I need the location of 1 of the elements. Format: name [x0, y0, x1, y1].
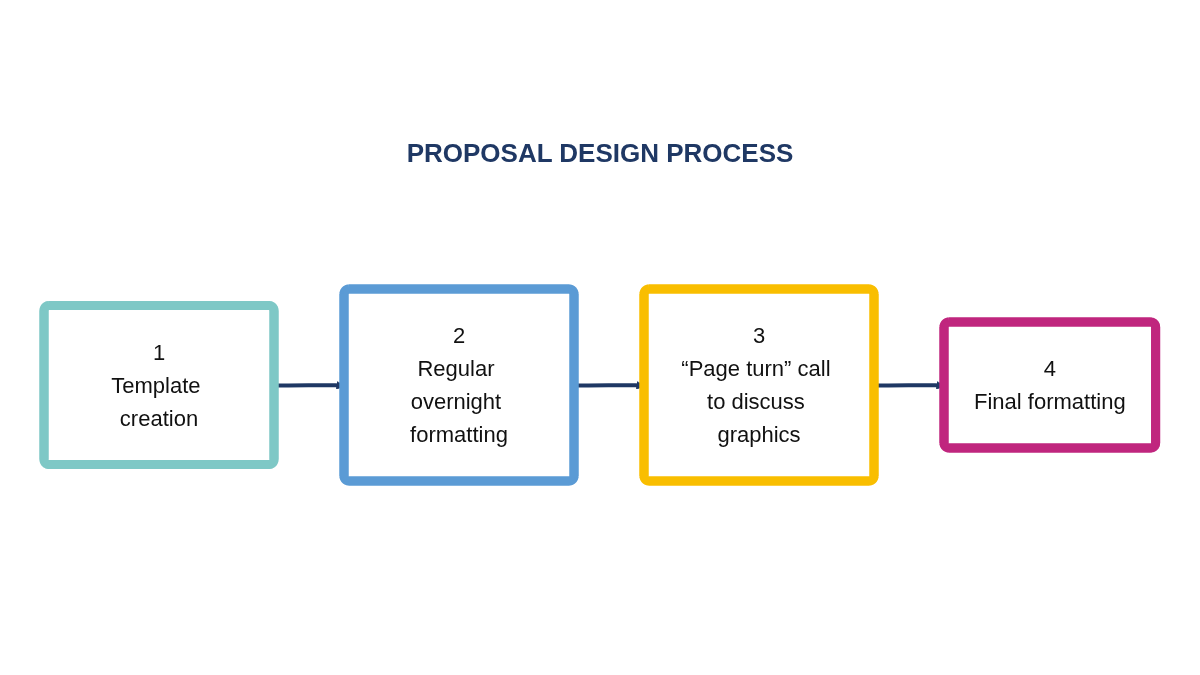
title: PROPOSAL DESIGN PROCESS — [406, 138, 794, 169]
